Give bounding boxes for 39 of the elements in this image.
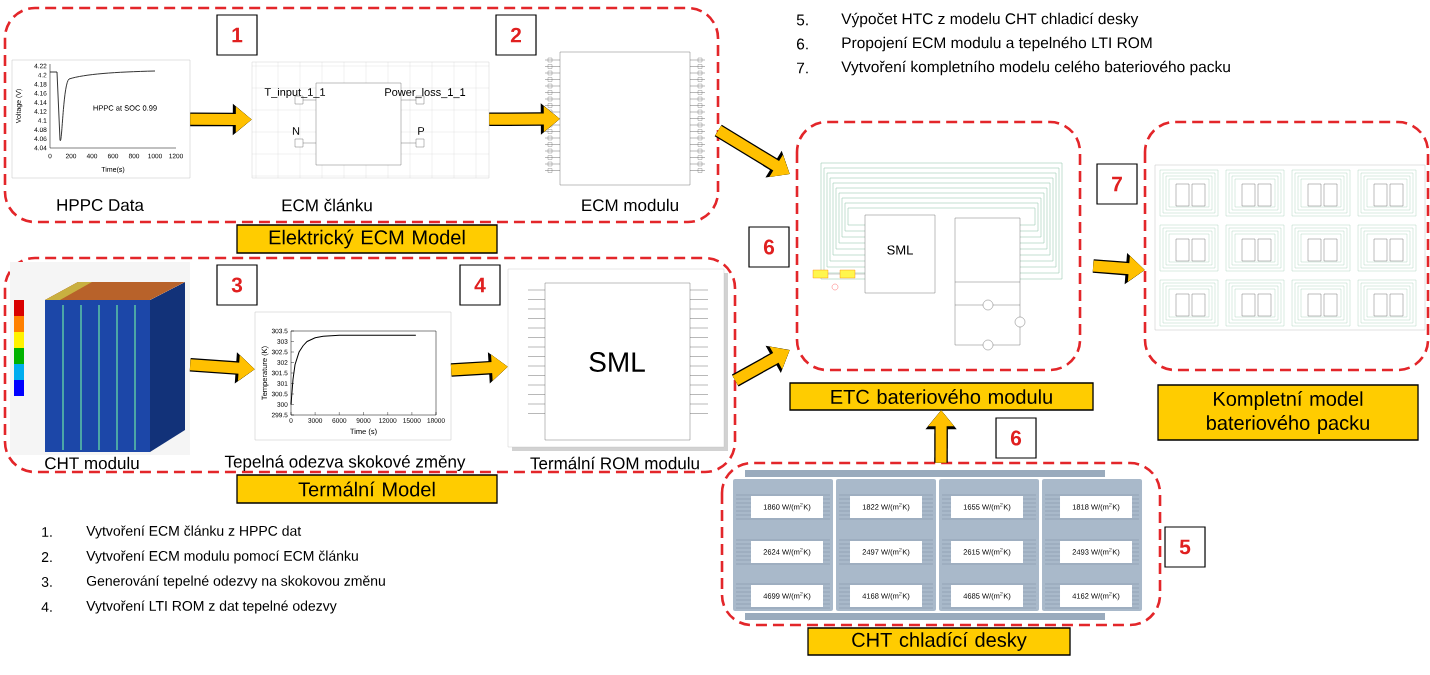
list-number: 7. <box>797 62 808 74</box>
number-box: 6 <box>995 417 1037 459</box>
title-banner: CHT chladící desky <box>807 627 1071 656</box>
node-label: HPPC Data <box>57 199 144 212</box>
number-box: 3 <box>216 264 258 306</box>
list-number: 5. <box>796 14 808 26</box>
list-number: 4. <box>41 602 52 612</box>
pin-label: Power_loss_1_1 <box>385 87 466 99</box>
number-box: 7 <box>1096 163 1138 205</box>
node-label: Tepelná odezva skokové změny <box>224 455 466 472</box>
list-item: Vytvoření kompletního modelu celého bateriového packu <box>841 60 1230 76</box>
number-box: 1 <box>216 14 258 56</box>
number-box: 4 <box>459 264 501 306</box>
node-label: ECM modulu <box>582 198 678 212</box>
title-banner: Kompletní model bateriového packu <box>1157 384 1419 441</box>
node-label: ECM článku <box>282 198 372 212</box>
title-banner: Termální Model <box>236 474 498 504</box>
node-label: Termální ROM modulu <box>530 456 699 470</box>
pin-label: T_input_1_1 <box>264 87 326 99</box>
list-item: Vytvoření ECM modulu pomocí ECM článku <box>86 550 358 564</box>
list-item: Výpočet HTC z modelu CHT chladicí desky <box>841 12 1139 28</box>
list-item: Generování tepelné odezvy na skokovou změnu <box>86 575 385 589</box>
list-number: 1. <box>42 527 52 537</box>
title-banner: Elektrický ECM Model <box>236 224 498 254</box>
list-item: Vytvoření LTI ROM z dat tepelné odezvy <box>86 600 337 614</box>
list-number: 6. <box>797 38 808 50</box>
pin-label: P <box>418 127 425 135</box>
block-label: SML <box>589 352 645 372</box>
node-label: CHT modulu <box>45 456 139 470</box>
list-item: Vytvoření ECM článku z HPPC dat <box>86 525 302 539</box>
title-banner: ETC bateriového modulu <box>789 382 1094 411</box>
list-number: 2. <box>41 552 52 562</box>
pin-label: N <box>292 127 300 135</box>
block-label: SML <box>887 245 913 255</box>
number-box: 5 <box>1164 526 1206 568</box>
number-box: 6 <box>748 226 790 268</box>
list-number: 3. <box>41 577 52 587</box>
list-item: Propojení ECM modulu a tepelného LTI ROM <box>842 36 1152 52</box>
number-box: 2 <box>495 14 537 56</box>
